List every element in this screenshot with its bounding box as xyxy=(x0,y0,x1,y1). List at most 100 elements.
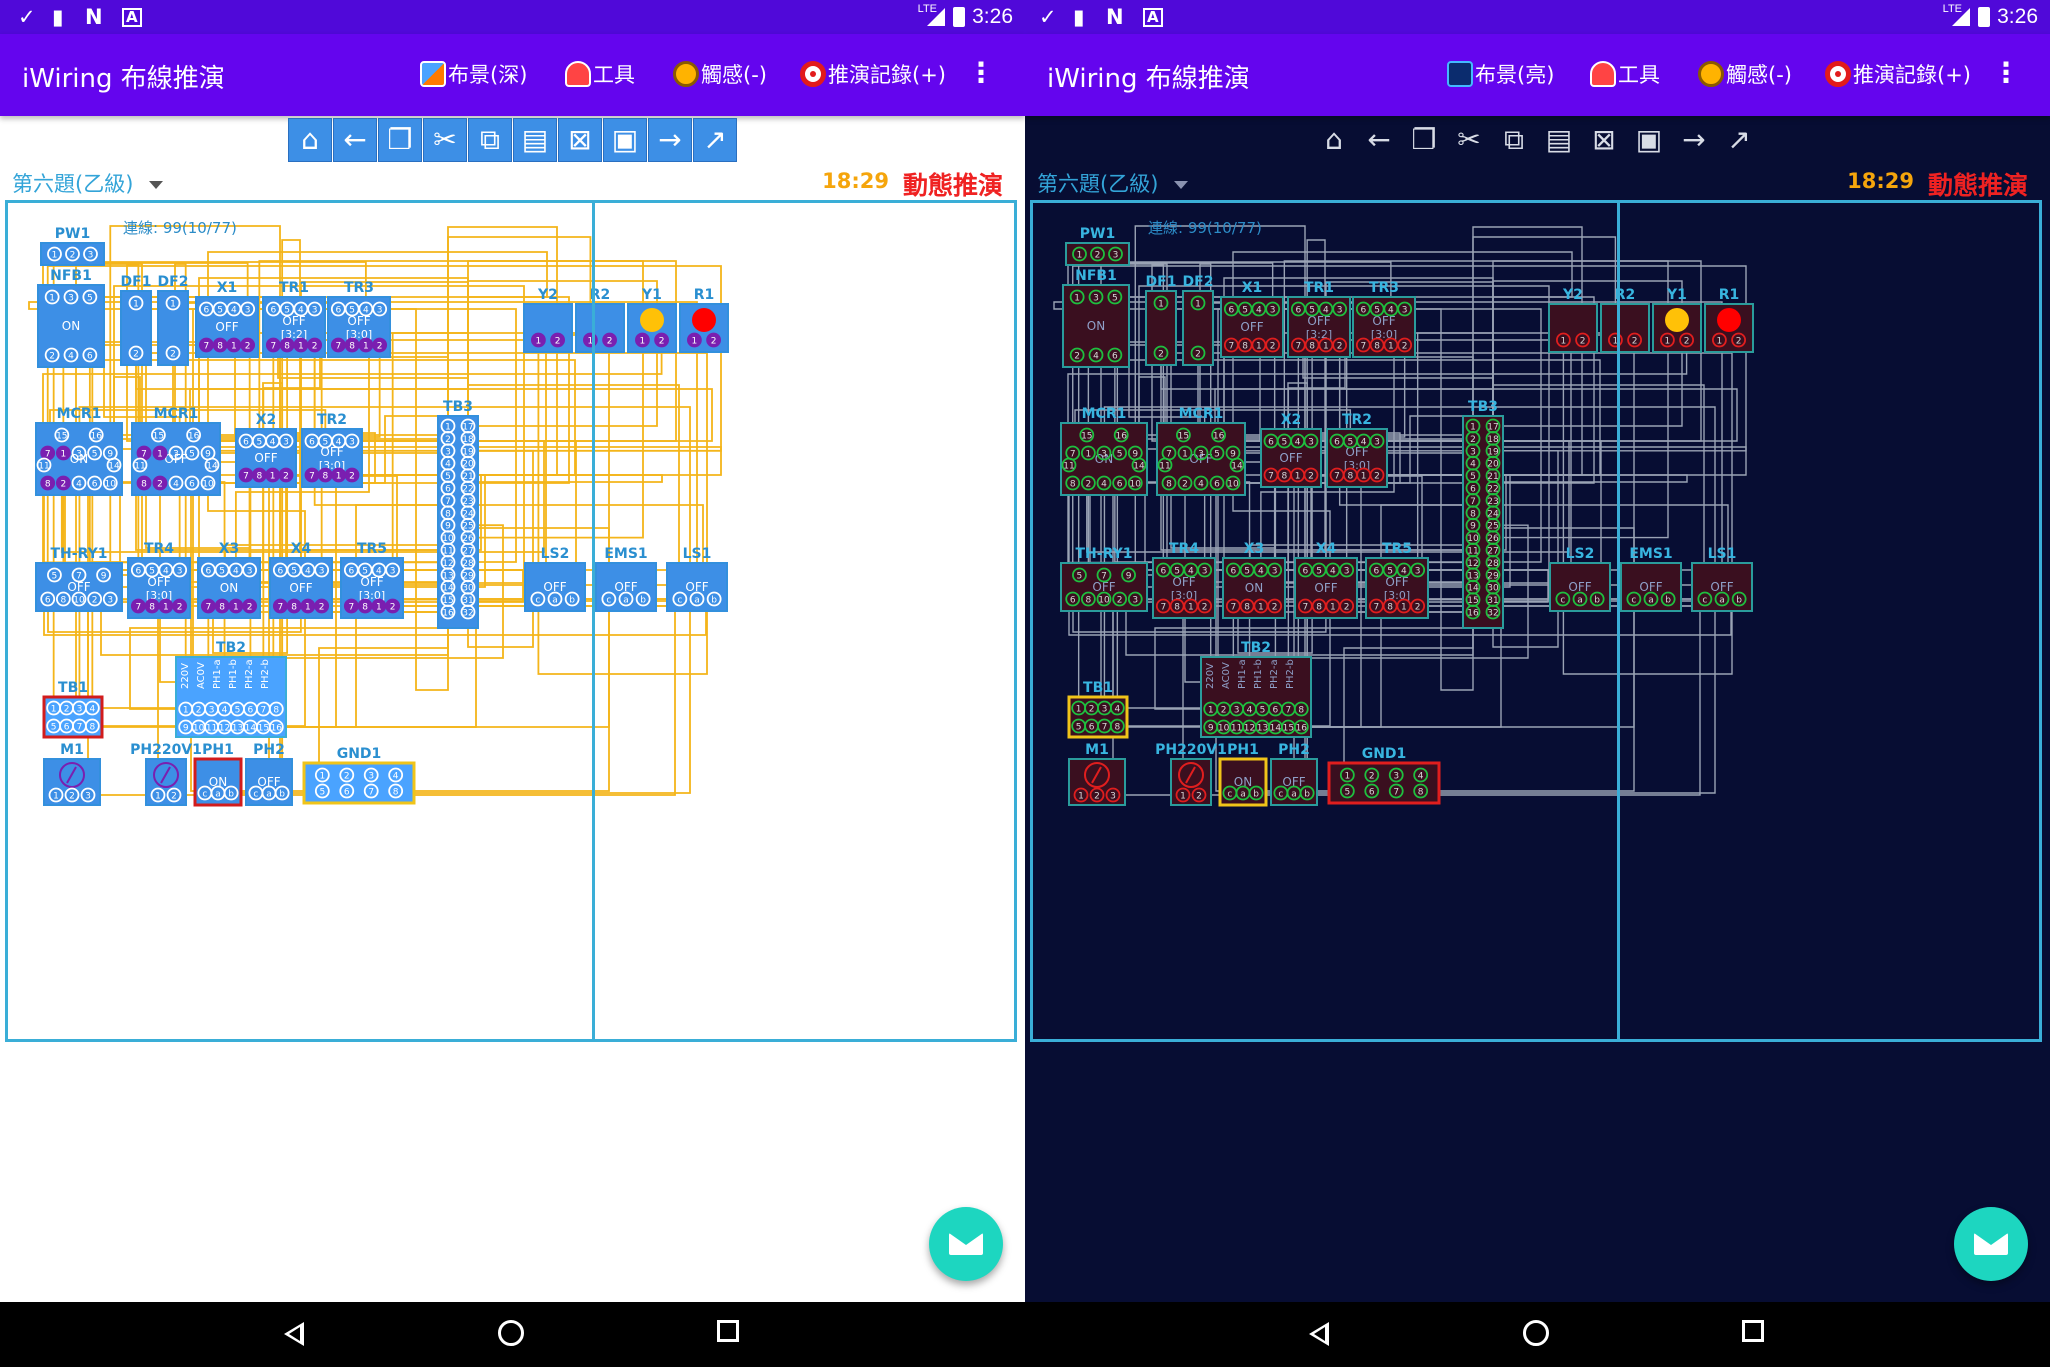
terminal-pin[interactable] xyxy=(223,785,239,801)
more-options-icon[interactable]: ⋮ xyxy=(1992,56,2020,89)
terminal-pin[interactable] xyxy=(1209,475,1225,491)
terminal-pin[interactable] xyxy=(47,567,62,583)
terminal-pin[interactable] xyxy=(1211,427,1226,443)
terminal-pin[interactable] xyxy=(1190,345,1206,361)
terminal-pin[interactable] xyxy=(1107,289,1123,305)
terminal-pin[interactable] xyxy=(372,337,388,353)
terminal-pin[interactable] xyxy=(1555,332,1571,348)
message-fab[interactable] xyxy=(1954,1207,2028,1281)
terminal-pin[interactable] xyxy=(82,347,98,363)
terminal-pin[interactable] xyxy=(686,332,702,348)
terminal-pin[interactable] xyxy=(706,332,721,348)
wire[interactable] xyxy=(1343,475,1474,776)
terminal-pin[interactable] xyxy=(1575,332,1590,348)
problem-selector[interactable]: 第六題(乙級) xyxy=(1037,168,1189,198)
terminal-pin[interactable] xyxy=(1127,475,1143,491)
delete-page-icon[interactable]: ⊠ xyxy=(558,118,602,162)
wire[interactable] xyxy=(207,524,504,659)
problem-selector[interactable]: 第六題(乙級) xyxy=(12,168,164,198)
terminal-pin[interactable] xyxy=(1072,246,1087,262)
terminal-pin[interactable] xyxy=(1711,332,1727,348)
terminal-pin[interactable] xyxy=(1388,783,1404,799)
terminal-pin[interactable] xyxy=(635,591,651,607)
terminal-pin[interactable] xyxy=(204,457,220,473)
terminal-pin[interactable] xyxy=(1413,767,1429,783)
terminal-pin[interactable] xyxy=(1679,332,1694,348)
terminal-pin[interactable] xyxy=(240,337,256,353)
recents-nav-icon[interactable] xyxy=(717,1320,739,1342)
terminal-pin[interactable] xyxy=(150,427,166,443)
terminal-pin[interactable] xyxy=(1090,246,1105,262)
terminal-pin[interactable] xyxy=(80,787,96,803)
terminal-pin[interactable] xyxy=(84,718,100,734)
home-icon[interactable]: ⌂ xyxy=(1325,123,1343,156)
paste-icon[interactable]: ▤ xyxy=(1545,123,1573,156)
terminal-pin[interactable] xyxy=(1410,598,1426,614)
terminal-pin[interactable] xyxy=(1112,591,1128,607)
terminal-pin[interactable] xyxy=(1659,332,1675,348)
terminal-pin[interactable] xyxy=(1339,767,1355,783)
terminal-pin[interactable] xyxy=(184,445,200,461)
terminal-pin[interactable] xyxy=(1096,567,1112,583)
terminal-pin[interactable] xyxy=(47,246,62,262)
terminal-pin[interactable] xyxy=(48,787,64,803)
wire[interactable] xyxy=(1161,340,1733,675)
terminal-pin[interactable] xyxy=(1397,337,1413,353)
terminal-pin[interactable] xyxy=(278,433,294,449)
terminal-pin[interactable] xyxy=(385,598,401,614)
terminal-pin[interactable] xyxy=(1229,457,1245,473)
terminal-pin[interactable] xyxy=(344,467,360,483)
terminal-pin[interactable] xyxy=(1177,445,1193,461)
terminal-pin[interactable] xyxy=(1267,562,1283,578)
terminal-pin[interactable] xyxy=(1127,591,1143,607)
terminal-pin[interactable] xyxy=(1265,301,1281,317)
terminal-pin[interactable] xyxy=(1096,445,1112,461)
terminal-pin[interactable] xyxy=(132,457,148,473)
terminal-pin[interactable] xyxy=(268,701,284,717)
terminal-pin[interactable] xyxy=(278,467,294,483)
terminal-pin[interactable] xyxy=(363,767,379,783)
terminal-pin[interactable] xyxy=(166,787,182,803)
terminal-pin[interactable] xyxy=(1109,718,1125,734)
copy-icon[interactable]: ❐ xyxy=(1411,123,1437,156)
wire[interactable] xyxy=(136,340,708,675)
terminal-pin[interactable] xyxy=(1191,787,1207,803)
terminal-pin[interactable] xyxy=(1555,591,1571,607)
terminal-pin[interactable] xyxy=(1339,783,1355,799)
terminal-pin[interactable] xyxy=(102,475,118,491)
terminal-pin[interactable] xyxy=(1731,591,1747,607)
terminal-pin[interactable] xyxy=(1121,567,1136,583)
terminal-pin[interactable] xyxy=(152,475,168,491)
record-button[interactable]: 推演記錄(+) xyxy=(1825,56,1971,92)
back-nav-icon[interactable] xyxy=(1309,1322,1329,1346)
terminal-pin[interactable] xyxy=(1069,347,1085,363)
terminal-pin[interactable] xyxy=(1107,347,1123,363)
terminal-pin[interactable] xyxy=(71,475,87,491)
terminal-pin[interactable] xyxy=(88,427,104,443)
terminal-pin[interactable] xyxy=(184,475,200,491)
terminal-pin[interactable] xyxy=(1096,475,1112,491)
terminal-pin[interactable] xyxy=(1190,295,1206,311)
wire[interactable] xyxy=(1103,406,1716,794)
